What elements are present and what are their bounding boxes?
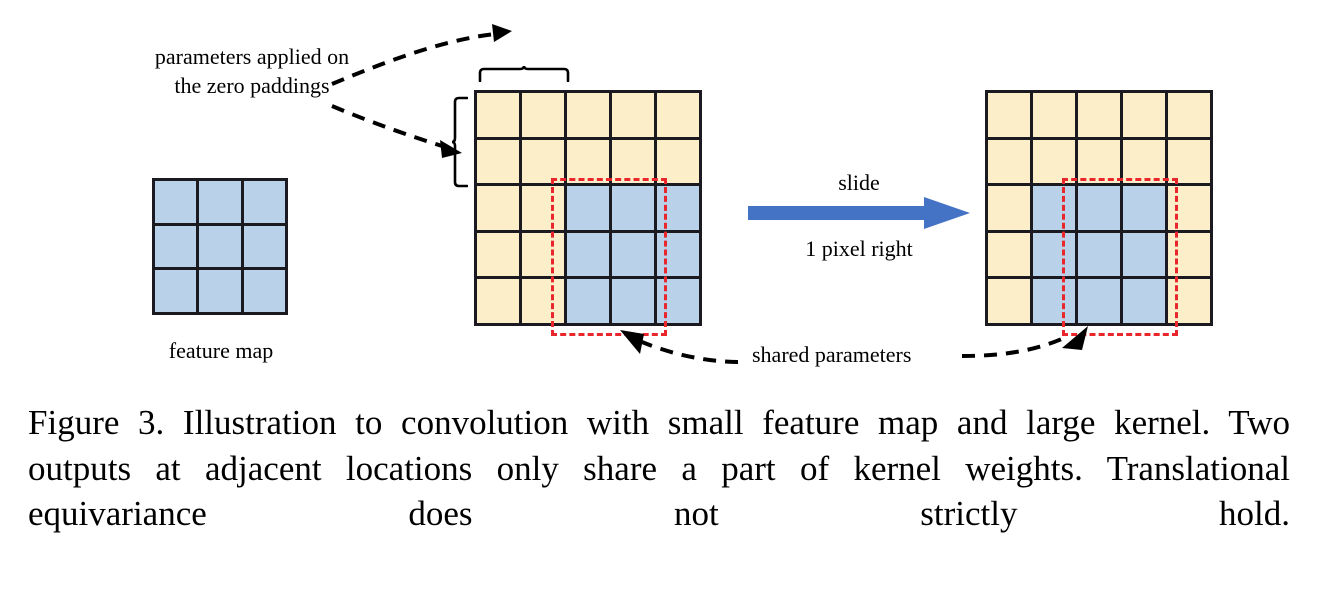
padded-grid-b-cell xyxy=(988,232,1030,277)
feature-map-cell xyxy=(199,181,241,223)
slide-arrow-icon xyxy=(748,197,970,229)
padded-grid-b-cell xyxy=(1168,93,1210,137)
dashed-arrow-to-kernel-window-after-slide xyxy=(961,326,1088,358)
padded-grid-b-cell xyxy=(988,279,1030,323)
padded-grid-a-cell xyxy=(522,279,564,323)
padded-grid-a-cell xyxy=(657,139,699,184)
padded-grid-a-cell xyxy=(522,232,564,277)
dashed-arrow-to-horizontal-brace xyxy=(331,24,512,86)
padded-grid-b-cell xyxy=(1033,186,1075,230)
padded-grid-a-cell xyxy=(567,139,609,184)
padded-grid-b-cell xyxy=(1033,279,1075,323)
feature-map-cell xyxy=(155,270,197,312)
padded-grid-a-cell xyxy=(612,279,654,323)
feature-map-cell xyxy=(243,225,285,268)
zero-padding-annotation-label: parameters applied on the zero paddings xyxy=(154,44,350,99)
padded-grid-a-cell xyxy=(567,186,609,230)
padded-grid-a-cell xyxy=(477,93,519,137)
feature-map-cell xyxy=(155,181,197,223)
feature-map-label: feature map xyxy=(168,338,274,363)
padded-grid-b-cell xyxy=(1033,232,1075,277)
feature-map-cell xyxy=(199,270,241,312)
feature-map-grid xyxy=(152,178,288,315)
padded-grid-b-cell xyxy=(1033,93,1075,137)
padded-grid-a-cell xyxy=(567,279,609,323)
dashed-arrow-to-kernel-window-before-slide xyxy=(620,330,739,364)
feature-map-cell xyxy=(243,181,285,223)
padded-grid-b-cell xyxy=(1078,186,1120,230)
padded-grid-a-cell xyxy=(477,232,519,277)
padded-grid-a-cell xyxy=(522,93,564,137)
padded-grid-b-cell xyxy=(1168,279,1210,323)
padded-grid-b-cell xyxy=(1078,139,1120,184)
padded-grid-b-cell xyxy=(1033,139,1075,184)
vertical-brace-kernel-height xyxy=(452,96,468,188)
padded-grid-b-cell xyxy=(1123,139,1165,184)
padded-grid-b-cell xyxy=(1123,232,1165,277)
padded-grid-b-cell xyxy=(1123,186,1165,230)
shared-parameters-label: shared parameters xyxy=(752,342,912,367)
slide-amount-label: 1 pixel right xyxy=(805,236,913,261)
padded-grid-a-cell xyxy=(612,232,654,277)
padded-grid-a-cell xyxy=(657,186,699,230)
figure-caption: Figure 3. Illustration to convolution wi… xyxy=(28,403,1290,533)
padded-grid-b-cell xyxy=(988,139,1030,184)
padded-grid-b-cell xyxy=(1168,186,1210,230)
padded-grid-b-cell xyxy=(1123,279,1165,323)
padded-grid-a-cell xyxy=(522,139,564,184)
horizontal-brace-kernel-width xyxy=(478,66,570,82)
dashed-arrow-to-vertical-brace xyxy=(331,104,462,158)
padded-grid-b-cell xyxy=(1078,232,1120,277)
padded-grid-b-cell xyxy=(1078,93,1120,137)
padded-grid-a-cell xyxy=(612,93,654,137)
padded-grid-a-cell xyxy=(477,139,519,184)
padded-grid-b-cell xyxy=(1168,139,1210,184)
padded-grid-b-cell xyxy=(988,93,1030,137)
padded-grid-a-cell xyxy=(522,186,564,230)
feature-map-cell xyxy=(243,270,285,312)
feature-map-cell xyxy=(199,225,241,268)
padded-grid-b-cell xyxy=(1123,93,1165,137)
padded-grid-b-cell xyxy=(1078,279,1120,323)
padded-grid-a-cell xyxy=(567,232,609,277)
padded-grid-b-cell xyxy=(988,186,1030,230)
feature-map-cell xyxy=(155,225,197,268)
padded-grid-a-cell xyxy=(657,93,699,137)
padded-grid-a-cell xyxy=(657,279,699,323)
padded-grid-a-cell xyxy=(612,186,654,230)
slide-label: slide xyxy=(838,170,880,195)
padded-grid-a-cell xyxy=(477,186,519,230)
padded-grid-after-slide xyxy=(985,90,1213,326)
padded-grid-a-cell xyxy=(477,279,519,323)
padded-grid-a-cell xyxy=(657,232,699,277)
padded-grid-a-cell xyxy=(612,139,654,184)
padded-grid-a-cell xyxy=(567,93,609,137)
padded-grid-b-cell xyxy=(1168,232,1210,277)
padded-grid-before-slide xyxy=(474,90,702,326)
